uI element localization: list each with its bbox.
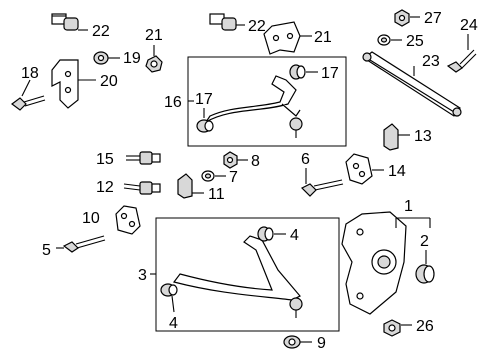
leader-4-bottom bbox=[171, 295, 175, 313]
bolt-part-15 bbox=[126, 151, 161, 165]
knuckle-part-1 bbox=[341, 211, 407, 315]
callout-19: 19 bbox=[123, 50, 141, 67]
callout-10: 10 bbox=[82, 210, 100, 227]
callout-4-bottom: 4 bbox=[169, 315, 178, 332]
nut-part-21-left bbox=[145, 55, 163, 73]
callout-17-right: 17 bbox=[321, 65, 339, 82]
nut-part-27 bbox=[394, 9, 410, 27]
bracket-part-20 bbox=[51, 59, 79, 109]
callout-13: 13 bbox=[414, 128, 432, 145]
bushing-part-2 bbox=[415, 264, 435, 284]
washer-part-7 bbox=[201, 170, 215, 182]
callout-27: 27 bbox=[424, 10, 442, 27]
insulator-part-11 bbox=[177, 173, 193, 199]
washer-part-25 bbox=[377, 34, 391, 46]
lower-control-arm-part-3 bbox=[172, 235, 303, 318]
bushing-part-4-top bbox=[257, 226, 274, 242]
nut-part-19 bbox=[93, 51, 109, 65]
callout-26: 26 bbox=[416, 318, 434, 335]
callout-17-left: 17 bbox=[195, 91, 213, 108]
callout-20: 20 bbox=[100, 73, 118, 90]
insulator-part-13 bbox=[383, 123, 399, 151]
bolt-part-5 bbox=[62, 235, 106, 253]
callout-21-right: 21 bbox=[314, 29, 332, 46]
callout-5: 5 bbox=[42, 242, 51, 259]
callout-9: 9 bbox=[317, 335, 326, 352]
bolt-part-12 bbox=[123, 181, 161, 195]
bushing-part-17-left bbox=[196, 119, 214, 133]
callout-22-left: 22 bbox=[92, 23, 110, 40]
bushing-part-17-right bbox=[289, 64, 306, 80]
nut-part-8 bbox=[223, 151, 238, 169]
bolt-part-18 bbox=[11, 95, 46, 111]
callout-25: 25 bbox=[406, 33, 424, 50]
upper-control-arm-part-16 bbox=[205, 75, 303, 138]
bushing-part-4-bottom bbox=[160, 283, 178, 297]
callout-12: 12 bbox=[96, 179, 114, 196]
bolt-part-6 bbox=[300, 179, 344, 197]
bracket-part-14 bbox=[345, 153, 373, 185]
nut-part-26 bbox=[383, 319, 401, 337]
leader-18 bbox=[21, 79, 31, 97]
bracket-part-10 bbox=[115, 205, 141, 235]
callout-8: 8 bbox=[251, 153, 260, 170]
callout-23: 23 bbox=[422, 53, 440, 70]
bolt-part-22-right bbox=[209, 13, 237, 31]
bolt-part-24 bbox=[446, 49, 477, 73]
nut-part-9 bbox=[283, 335, 301, 349]
callout-3: 3 bbox=[138, 267, 147, 284]
callout-1: 1 bbox=[404, 198, 413, 215]
callout-4-top: 4 bbox=[290, 227, 299, 244]
callout-15: 15 bbox=[96, 151, 114, 168]
callout-11: 11 bbox=[208, 186, 225, 203]
callout-21-left: 21 bbox=[145, 27, 163, 44]
bracket-part-21-right bbox=[263, 21, 301, 55]
callout-16: 16 bbox=[164, 94, 182, 111]
callout-18: 18 bbox=[21, 65, 39, 82]
callout-24: 24 bbox=[460, 17, 478, 34]
callout-6: 6 bbox=[301, 151, 310, 168]
callout-7: 7 bbox=[229, 169, 238, 186]
callout-14: 14 bbox=[388, 163, 406, 180]
bolt-part-22-left bbox=[51, 13, 79, 31]
link-part-23 bbox=[362, 51, 462, 117]
callout-2: 2 bbox=[420, 233, 429, 250]
callout-22-right: 22 bbox=[248, 18, 266, 35]
